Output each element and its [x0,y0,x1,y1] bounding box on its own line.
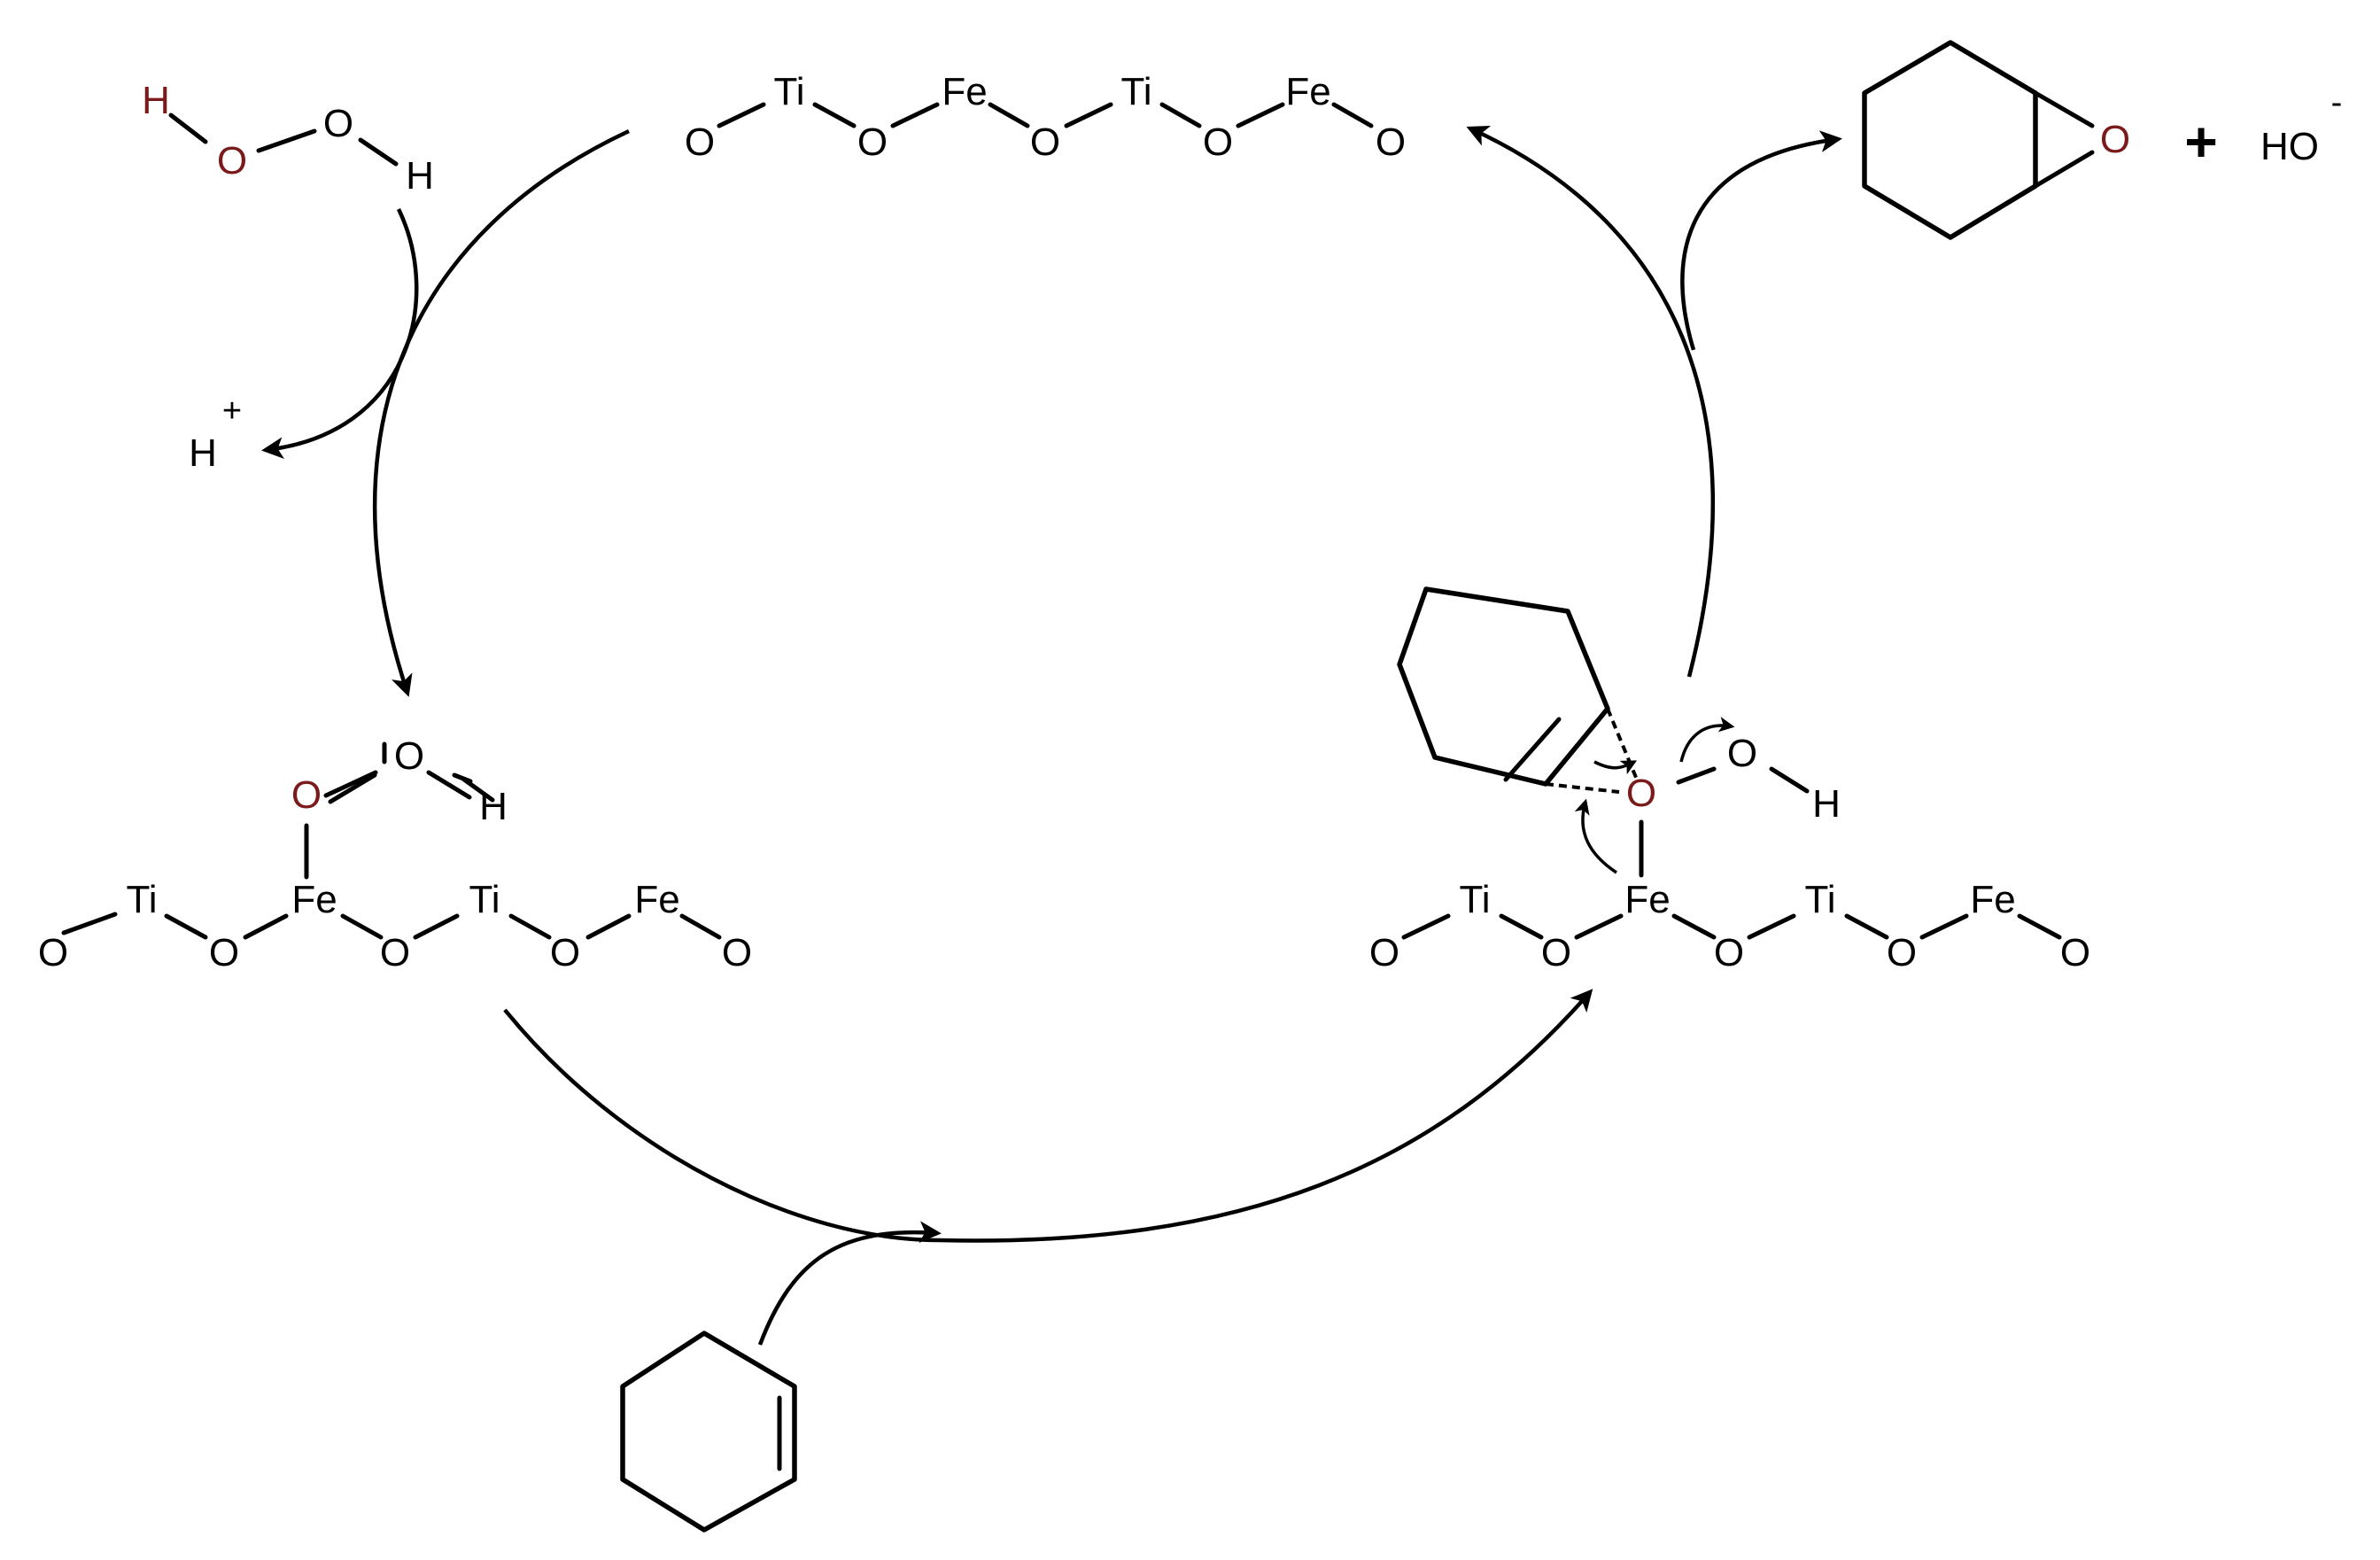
left-ti-1: Ti [126,878,157,921]
right-o-2: O [1541,931,1571,974]
hydroxide-formula: HO [2260,125,2319,168]
left-o-1: O [38,931,68,974]
cyclohexene-molecule [620,1331,797,1533]
right-peroxo-o: O [1727,732,1757,775]
top-fe-1: Fe [942,70,987,113]
right-peroxo-h: H [1812,782,1841,826]
catalyst-chain-top: O Ti O Fe O Ti O Fe O [685,70,1406,164]
right-fe-1: Fe [1624,878,1670,921]
proton-label: H + [189,392,242,475]
top-o-1: O [685,120,715,164]
peroxide-hydrogen: H [406,154,434,198]
cyclohexene-oxide-product: O [1862,40,2130,240]
left-peroxo-h: H [479,785,508,828]
hydroperoxo-intermediate: O O H O Ti O Fe O Ti O Fe O [38,734,752,974]
left-fe-1: Fe [291,878,337,921]
alkene-entry-arrow [757,1221,942,1346]
top-ti-2: Ti [1120,70,1151,113]
top-o-4: O [1203,120,1233,164]
top-ti-1: Ti [773,70,804,113]
epoxide-release-arrow [1680,130,1842,351]
top-fe-2: Fe [1285,70,1330,113]
right-o-3: O [1714,931,1744,974]
cycle-arrow-left-down [372,128,630,697]
plus-sign: + [2184,110,2217,174]
hydroxide-charge: - [2331,84,2343,121]
cycle-arrow-right-up [1466,125,1716,678]
left-o-4: O [550,931,580,974]
proton-charge: + [222,392,242,430]
proton-symbol: H [189,431,217,475]
left-peroxo-o-red: O [291,773,322,817]
peroxide-oxygen: O [323,102,353,145]
proton-release-arrow [261,208,419,460]
left-ti-2: Ti [469,878,500,921]
top-o-3: O [1030,120,1060,164]
right-o-1: O [1369,931,1399,974]
left-o-2: O [209,931,239,974]
top-o-2: O [857,120,888,164]
epoxidation-transition-state: O O H [1397,586,1841,878]
left-fe-2: Fe [634,878,679,921]
catalyst-chain-right: O Ti O Fe O Ti O Fe O [1369,878,2090,974]
right-fe-2: Fe [1970,878,2015,921]
peroxide-hydrogen-red: H [142,79,170,122]
right-peroxo-o-red: O [1626,772,1656,815]
right-ti-2: Ti [1804,878,1835,921]
hydrogen-peroxide-molecule: H O O H [142,79,434,198]
left-peroxo-o: O [394,734,424,778]
right-o-5: O [2060,931,2090,974]
left-o-5: O [722,931,752,974]
right-ti-1: Ti [1459,878,1490,921]
hydroxide-label: HO - [2260,84,2342,168]
peroxide-oxygen-red: O [217,139,247,182]
epoxide-oxygen-red: O [2100,118,2130,161]
left-o-3: O [380,931,410,974]
right-o-4: O [1887,931,1917,974]
top-o-5: O [1376,120,1406,164]
cycle-arrow-bottom [503,989,1593,1243]
